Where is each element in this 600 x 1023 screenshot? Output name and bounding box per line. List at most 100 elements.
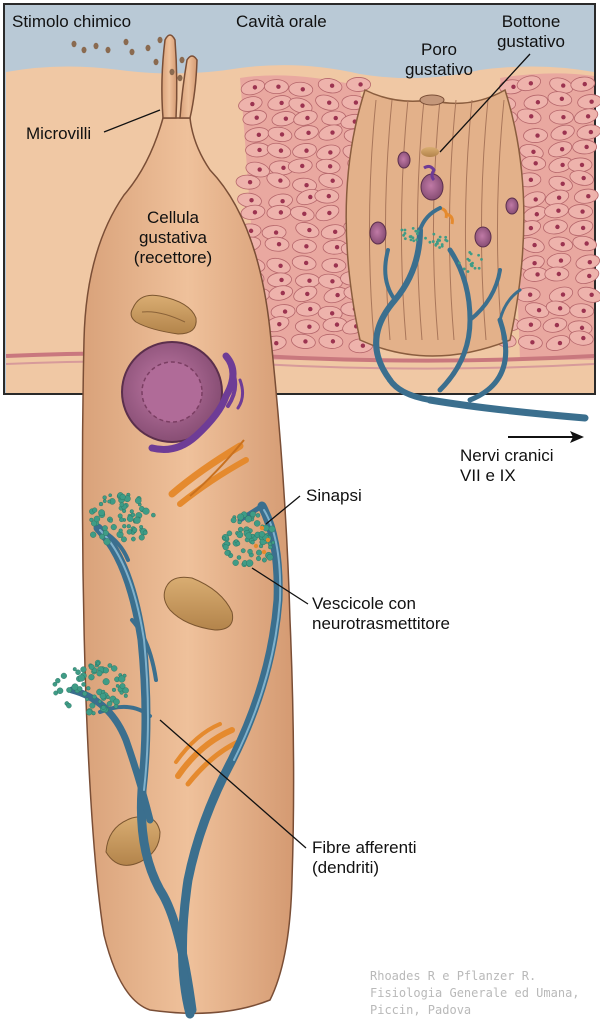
- bud-vesicle: [432, 232, 436, 236]
- epithelial-nucleus: [561, 114, 566, 120]
- vesicle: [119, 502, 125, 507]
- vesicle: [122, 524, 127, 529]
- taste-bud-cell-outline: [480, 99, 489, 341]
- epithelial-nucleus: [256, 132, 262, 138]
- vesicle: [113, 698, 120, 706]
- epithelial-nucleus: [326, 193, 332, 199]
- epithelial-nucleus: [585, 114, 591, 119]
- vesicle: [85, 697, 89, 702]
- epithelial-nucleus: [282, 309, 288, 314]
- epithelial-nucleus: [531, 149, 536, 155]
- vesicle: [81, 682, 86, 687]
- bud-vesicle: [457, 261, 461, 265]
- stimulus-particle: [145, 44, 151, 52]
- epithelial-nucleus: [273, 230, 279, 235]
- vesicle: [224, 550, 231, 556]
- vesicle: [119, 493, 126, 500]
- vesicle: [117, 513, 123, 519]
- epithelial-nucleus: [581, 335, 586, 341]
- vesicle: [102, 499, 107, 503]
- taste-bud: [345, 88, 525, 357]
- taste-pore-label: Poro gustativo: [394, 40, 484, 80]
- oral-cavity-label: Cavità orale: [236, 12, 327, 31]
- cranial-nerves-label-line2: VII e IX: [460, 466, 516, 485]
- epithelial-nucleus: [533, 161, 538, 166]
- vesicle: [129, 509, 134, 514]
- bud-vesicle: [435, 240, 439, 244]
- vesicle: [130, 512, 136, 518]
- vesicle: [115, 684, 120, 688]
- vesicle: [255, 513, 261, 518]
- epithelial-nucleus: [305, 115, 310, 121]
- cranial-nerves-label: Nervi cranici VII e IX: [460, 446, 554, 486]
- epithelial-nucleus: [334, 322, 340, 327]
- vesicle: [118, 528, 123, 533]
- epithelial-nucleus: [532, 242, 537, 248]
- epithelial-nucleus: [511, 84, 516, 90]
- cranial-nerve-fibers: [373, 206, 589, 422]
- bud-vesicle: [477, 253, 480, 257]
- epithelial-nucleus: [250, 101, 255, 107]
- taste-bud-cells: [368, 99, 505, 341]
- stimulus-particle: [81, 46, 87, 54]
- receptor-cell-label-line3: (recettore): [133, 248, 213, 267]
- stimulus-particle: [157, 36, 163, 44]
- receptor-cell: [81, 34, 295, 1015]
- epithelial-nucleus: [281, 165, 286, 171]
- epithelial-nucleus: [278, 210, 284, 215]
- taste-bud-cell-outline: [432, 99, 441, 341]
- epithelial-nucleus: [252, 85, 258, 90]
- bud-vesicle: [403, 237, 407, 241]
- synaptic-vesicle: [259, 525, 265, 531]
- epithelial-nucleus: [280, 290, 285, 296]
- epithelial-nucleus: [528, 81, 534, 86]
- receptor-cell-label-line1: Cellula: [147, 208, 199, 227]
- epithelial-nucleus: [353, 100, 359, 105]
- vesicle: [77, 686, 83, 692]
- microvilli-label: Microvilli: [26, 124, 92, 143]
- epithelial-nucleus: [560, 292, 566, 297]
- vesicle: [99, 692, 107, 700]
- bud-vesicle: [428, 240, 432, 244]
- epithelial-nucleus: [580, 209, 585, 214]
- vesicle: [121, 536, 127, 543]
- direction-arrow: [508, 431, 584, 443]
- epithelial-nucleus: [278, 148, 284, 153]
- epithelial-nucleus: [527, 292, 533, 297]
- synaptic-vesicle: [265, 537, 271, 543]
- vesicle: [82, 691, 88, 697]
- epithelial-nucleus: [528, 322, 534, 327]
- image-credit: Rhoades R e Pflanzer R. Fisiologia Gener…: [370, 968, 580, 1019]
- vesicle: [266, 553, 274, 561]
- bud-vesicle: [411, 236, 415, 240]
- epithelial-nucleus: [274, 341, 279, 346]
- epithelial-nucleus: [257, 167, 262, 172]
- bud-vesicle: [469, 263, 473, 266]
- epithelial-nucleus: [330, 339, 336, 344]
- epithelial-nucleus: [556, 195, 562, 200]
- vesicle: [90, 531, 97, 538]
- epithelial-nucleus: [535, 133, 540, 138]
- vesicle: [261, 557, 267, 563]
- stimulus-particle: [123, 38, 129, 46]
- receptor-organelles: [105, 294, 249, 866]
- epithelial-nucleus: [532, 260, 537, 266]
- vesicle: [89, 517, 94, 522]
- vesicle: [122, 687, 129, 694]
- synaptic-vesicle: [261, 549, 267, 555]
- epithelial-nucleus: [557, 306, 563, 311]
- bud-vesicle: [480, 257, 483, 261]
- epithelial-nucleus: [328, 150, 333, 155]
- epithelial-nucleus: [584, 144, 589, 150]
- vesicle: [132, 527, 138, 533]
- chemical-stimulus-particles: [71, 36, 185, 82]
- afferent-fibers-label-line1: Fibre afferenti: [312, 838, 417, 857]
- taste-pore-label-line1: Poro: [421, 40, 457, 59]
- epithelial-nucleus: [306, 130, 311, 136]
- taste-pore-label-line2: gustativo: [404, 60, 474, 79]
- vesicle: [222, 536, 227, 541]
- epithelial-nucleus: [561, 83, 566, 88]
- epithelial-nucleus: [307, 278, 312, 283]
- epithelial-nucleus: [252, 210, 258, 215]
